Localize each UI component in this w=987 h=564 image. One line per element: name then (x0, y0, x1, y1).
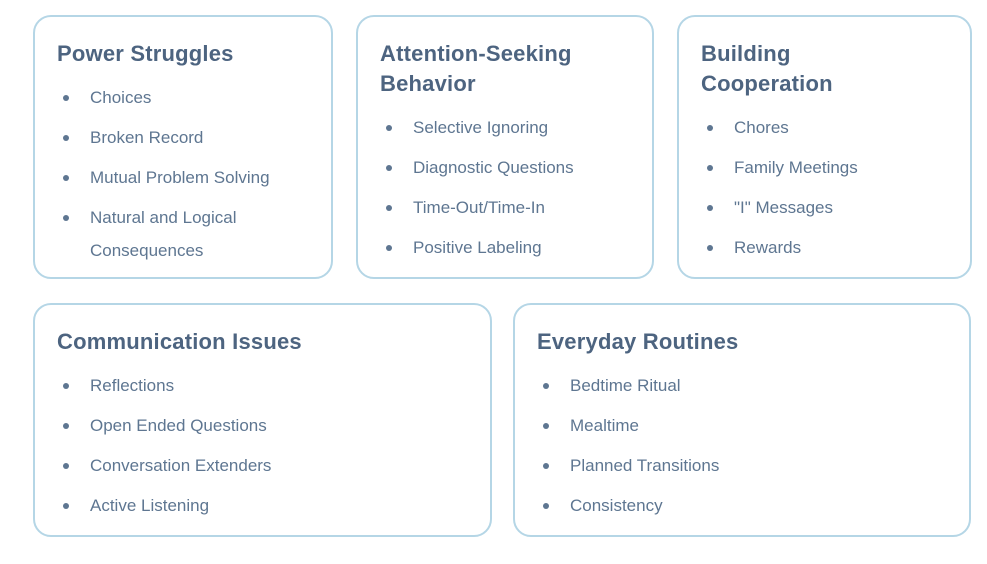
bullet-icon (63, 423, 69, 429)
list-item: Mealtime (537, 409, 947, 442)
top-row: Power Struggles Choices Broken Record Mu… (33, 0, 987, 279)
card-everyday-routines[interactable]: Everyday Routines Bedtime Ritual Mealtim… (513, 303, 971, 537)
list-item-label: Consistency (570, 496, 663, 515)
list-item-label: Natural and Logical Consequences (90, 208, 237, 260)
bullet-icon (707, 205, 713, 211)
list-item-label: "I" Messages (734, 198, 833, 217)
list-item: Time-Out/Time-In (380, 191, 630, 224)
list-item: Mutual Problem Solving (57, 161, 309, 194)
list-item: Family Meetings (701, 151, 948, 184)
bullet-icon (63, 463, 69, 469)
card-title: Power Struggles (57, 41, 234, 66)
card-list: Chores Family Meetings "I" Messages Rewa… (701, 111, 948, 264)
card-title: Attention-Seeking Behavior (380, 41, 572, 96)
list-item-label: Choices (90, 88, 152, 107)
card-list: Selective Ignoring Diagnostic Questions … (380, 111, 630, 264)
bullet-icon (63, 215, 69, 221)
card-list: Choices Broken Record Mutual Problem Sol… (57, 81, 309, 267)
list-item: Natural and Logical Consequences (57, 201, 309, 267)
bullet-icon (707, 125, 713, 131)
bullet-icon (543, 503, 549, 509)
bullet-icon (543, 463, 549, 469)
list-item-label: Mealtime (570, 416, 639, 435)
card-title: Building Cooperation (701, 41, 833, 96)
list-item-label: Planned Transitions (570, 456, 720, 475)
card-building-cooperation[interactable]: Building Cooperation Chores Family Meeti… (677, 15, 972, 279)
list-item-label: Reflections (90, 376, 175, 395)
bullet-icon (386, 245, 392, 251)
card-power-struggles[interactable]: Power Struggles Choices Broken Record Mu… (33, 15, 333, 279)
bullet-icon (63, 135, 69, 141)
list-item-label: Bedtime Ritual (570, 376, 681, 395)
bullet-icon (707, 165, 713, 171)
list-item: Chores (701, 111, 948, 144)
list-item: Planned Transitions (537, 449, 947, 482)
bullet-icon (63, 383, 69, 389)
card-title: Everyday Routines (537, 329, 739, 354)
list-item-label: Broken Record (90, 128, 204, 147)
list-item: Positive Labeling (380, 231, 630, 264)
list-item-label: Mutual Problem Solving (90, 168, 270, 187)
list-item-label: Chores (734, 118, 789, 137)
bullet-icon (386, 125, 392, 131)
list-item-label: Conversation Extenders (90, 456, 272, 475)
list-item: Consistency (537, 489, 947, 522)
list-item: Reflections (57, 369, 468, 402)
list-item: Choices (57, 81, 309, 114)
card-list: Bedtime Ritual Mealtime Planned Transiti… (537, 369, 947, 522)
list-item: Broken Record (57, 121, 309, 154)
list-item: "I" Messages (701, 191, 948, 224)
card-list: Reflections Open Ended Questions Convers… (57, 369, 468, 522)
list-item-label: Rewards (734, 238, 802, 257)
list-item-label: Active Listening (90, 496, 210, 515)
list-item: Rewards (701, 231, 948, 264)
list-item: Active Listening (57, 489, 468, 522)
list-item: Open Ended Questions (57, 409, 468, 442)
card-attention-seeking-behavior[interactable]: Attention-Seeking Behavior Selective Ign… (356, 15, 654, 279)
bullet-icon (63, 503, 69, 509)
list-item: Conversation Extenders (57, 449, 468, 482)
bullet-icon (543, 383, 549, 389)
list-item-label: Family Meetings (734, 158, 858, 177)
list-item: Diagnostic Questions (380, 151, 630, 184)
list-item: Bedtime Ritual (537, 369, 947, 402)
card-communication-issues[interactable]: Communication Issues Reflections Open En… (33, 303, 492, 537)
list-item: Selective Ignoring (380, 111, 630, 144)
list-item-label: Time-Out/Time-In (413, 198, 545, 217)
card-title: Communication Issues (57, 329, 302, 354)
bullet-icon (63, 95, 69, 101)
list-item-label: Open Ended Questions (90, 416, 267, 435)
bullet-icon (63, 175, 69, 181)
bullet-icon (386, 205, 392, 211)
list-item-label: Selective Ignoring (413, 118, 549, 137)
list-item-label: Diagnostic Questions (413, 158, 574, 177)
bottom-row: Communication Issues Reflections Open En… (33, 303, 987, 537)
list-item-label: Positive Labeling (413, 238, 542, 257)
bullet-icon (707, 245, 713, 251)
bullet-icon (543, 423, 549, 429)
bullet-icon (386, 165, 392, 171)
